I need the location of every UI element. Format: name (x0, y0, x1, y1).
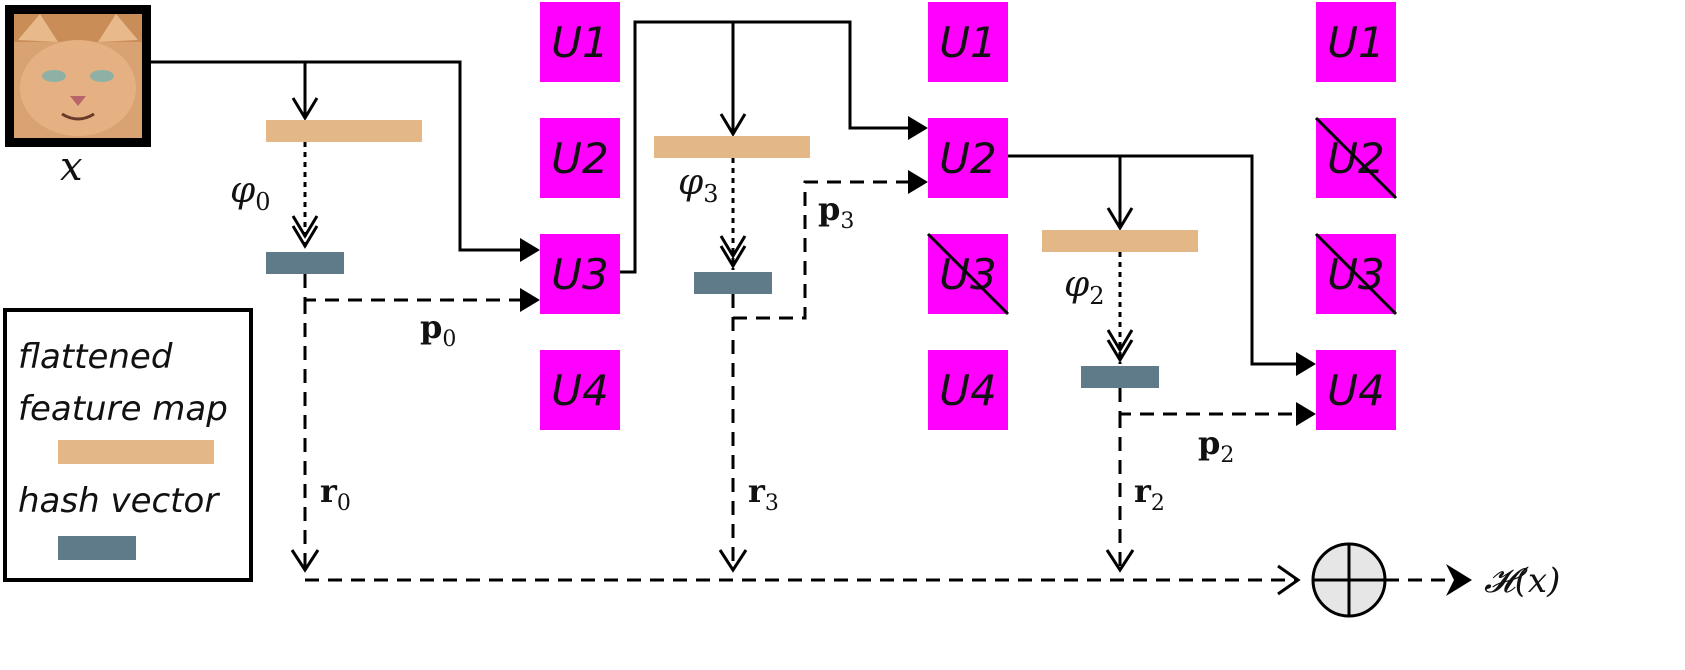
double-arrowhead-a-1 (719, 235, 747, 259)
arrowhead-u2-to-u4 (1296, 352, 1316, 376)
legend: flattened feature map hash vector (3, 308, 253, 582)
strike-c3-u2 (1314, 116, 1398, 200)
unit-box-c3-u1 (1316, 2, 1396, 82)
open-arrowhead-fmap2 (1106, 207, 1134, 231)
legend-hash-vector-swatch (58, 536, 136, 560)
output-label: 𝓗(x) (1484, 561, 1560, 601)
unit-label-c1-u2: U2 (551, 134, 608, 183)
strike-c2-u3 (926, 232, 1010, 316)
p-label-0: p0 (420, 308, 456, 352)
flow-u2-to-u4 (1008, 154, 1296, 366)
input-label: x (60, 144, 83, 190)
flow-p3 (733, 180, 908, 320)
double-arrowhead-a-0 (291, 215, 319, 239)
flow-p2 (1118, 388, 1296, 416)
double-arrowhead-b-2 (1106, 339, 1134, 363)
stage-0: φ0 p0 r0 (151, 60, 540, 573)
unit-box-c1-u3 (540, 234, 620, 314)
phi-label-2: φ2 (1064, 264, 1105, 310)
feature-map-1 (654, 136, 810, 158)
flow-input-to-u3 (151, 60, 520, 252)
hash-vector-1 (694, 272, 772, 294)
input-image (5, 5, 151, 147)
double-arrowhead-b-0 (291, 225, 319, 249)
legend-line-1: flattened (18, 337, 173, 377)
arrowhead-p3 (908, 170, 928, 194)
open-arrowhead-aggregate (1277, 564, 1301, 596)
legend-line-2: feature map (18, 389, 228, 429)
unit-label-c2-u1: U1 (939, 18, 996, 67)
flow-p0 (303, 274, 520, 302)
unit-column-2: U1 U2 U3 U4 (926, 2, 1010, 430)
phi-label-0: φ0 (230, 170, 271, 216)
arrowhead-input-to-u3 (520, 238, 540, 262)
stage-1: φ3 p3 r3 (620, 20, 928, 573)
unit-box-c2-u4 (928, 350, 1008, 430)
open-arrowhead-r0 (290, 549, 320, 573)
feature-map-0 (266, 120, 422, 142)
unit-box-c1-u2 (540, 118, 620, 198)
arrowhead-u3-to-u2 (908, 116, 928, 140)
p-label-1: p3 (818, 190, 854, 234)
unit-box-c2-u2 (928, 118, 1008, 198)
double-arrowhead-b-1 (719, 245, 747, 269)
legend-line-3: hash vector (18, 481, 220, 521)
open-arrowhead-fmap1 (719, 113, 747, 137)
p-label-2: p2 (1198, 424, 1234, 468)
open-arrowhead-r2 (1105, 549, 1135, 573)
legend-feature-map-swatch (58, 440, 214, 464)
strike-c3-u3 (1314, 232, 1398, 316)
unit-box-c1-u1 (540, 2, 620, 82)
feature-map-2 (1042, 230, 1198, 252)
phi-label-1: φ3 (678, 162, 719, 208)
hash-vector-2 (1081, 366, 1159, 388)
unit-column-1: U1 U2 U3 U4 (540, 2, 620, 430)
unit-label-c3-u4: U4 (1327, 366, 1384, 415)
unit-box-c2-u1 (928, 2, 1008, 82)
r-label-0: r0 (320, 472, 351, 516)
unit-box-c1-u4 (540, 350, 620, 430)
arrowhead-p2 (1296, 402, 1316, 426)
aggregation: 𝓗(x) (305, 542, 1560, 618)
unit-label-c2-u2: U2 (939, 134, 996, 183)
unit-box-c3-u4 (1316, 350, 1396, 430)
unit-label-c2-u4: U4 (939, 366, 996, 415)
unit-label-c1-u4: U4 (551, 366, 608, 415)
unit-label-c3-u1: U1 (1327, 18, 1384, 67)
double-arrowhead-a-2 (1106, 329, 1134, 353)
open-arrowhead-fmap0 (291, 97, 319, 121)
unit-column-3: U1 U2 U3 U4 (1314, 2, 1398, 430)
hash-vector-0 (266, 252, 344, 274)
open-arrowhead-r3 (718, 549, 748, 573)
arrowhead-p0 (520, 288, 540, 312)
r-label-2: r2 (1134, 472, 1165, 516)
unit-label-c1-u1: U1 (551, 18, 608, 67)
flow-u3-to-u2 (620, 20, 908, 274)
arrowhead-output (1446, 564, 1472, 596)
r-label-1: r3 (748, 472, 779, 516)
stage-2: φ2 p2 r2 (1008, 154, 1316, 573)
unit-label-c1-u3: U3 (551, 250, 608, 299)
